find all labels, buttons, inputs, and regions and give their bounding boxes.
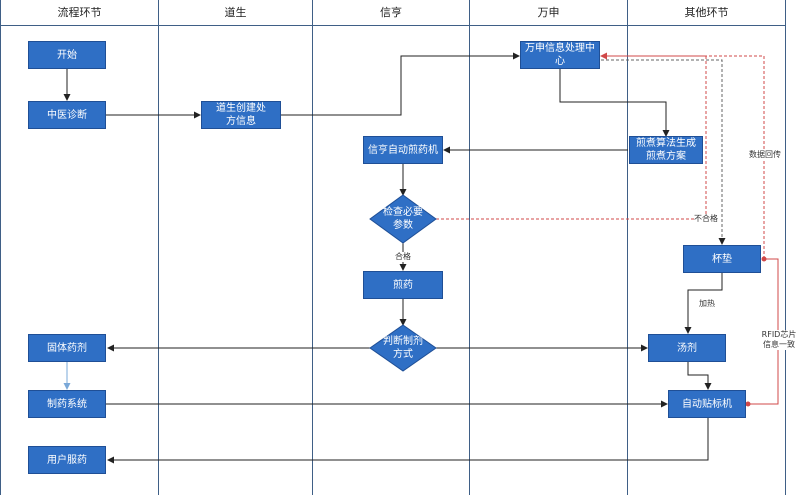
- node-check-params: 检查必要参数: [370, 195, 436, 243]
- rfid-dot-top: [761, 256, 767, 262]
- node-decoction-liquid: 汤剂: [648, 334, 726, 362]
- node-decoct-algorithm: 煎煮算法生成煎煮方案: [629, 136, 703, 164]
- judge-form-label: 判断制剂方式: [383, 336, 423, 360]
- rfid-dot-bottom: [745, 401, 751, 407]
- node-decoct: 煎药: [363, 271, 443, 299]
- lane-header-daosheng: 道生: [159, 0, 313, 26]
- label-add-medicine: 加热: [699, 299, 715, 309]
- lane-process: [0, 26, 159, 495]
- node-create-prescription: 道生创建处方信息: [201, 101, 281, 129]
- edge-labeler-user: [107, 418, 709, 464]
- edge-prescription-wanshen: [281, 52, 520, 116]
- edge-wanshen-algorithm: [559, 69, 670, 137]
- lane-header-xinheng: 信亨: [313, 0, 470, 26]
- node-pharma-system: 制药系统: [28, 390, 106, 418]
- check-params-label: 检查必要参数: [383, 207, 423, 231]
- edge-cuppad-liquid: [684, 273, 723, 334]
- lane-header-other: 其他环节: [628, 0, 786, 26]
- check-diamond-shape: [369, 194, 437, 244]
- lane-daosheng: [159, 26, 313, 495]
- lane-header-wanshen: 万申: [470, 0, 628, 26]
- lane-other: [628, 26, 786, 495]
- lane-wanshen: [470, 26, 628, 495]
- edge-check-fail: [436, 52, 707, 220]
- label-rfid-match: RFID芯片信息一致: [760, 330, 798, 350]
- edge-liquid-labeler: [687, 362, 712, 390]
- node-user-takes: 用户服药: [28, 446, 106, 474]
- node-start: 开始: [28, 41, 106, 69]
- label-fail: 不合格: [694, 214, 718, 224]
- node-solid-dosage: 固体药剂: [28, 334, 106, 362]
- lane-xinheng: [313, 26, 470, 495]
- node-tcm-diagnosis: 中医诊断: [28, 101, 106, 129]
- node-auto-labeler: 自动贴标机: [668, 390, 746, 418]
- judge-diamond-shape: [369, 324, 437, 372]
- node-auto-decoction-machine: 信亨自动煎药机: [363, 136, 443, 164]
- edge-data-return: [601, 55, 765, 259]
- node-judge-form: 判断制剂方式: [370, 325, 436, 371]
- label-pass: 合格: [395, 252, 411, 262]
- label-data-return: 数据回传: [748, 150, 782, 160]
- node-cup-pad: 杯垫: [683, 245, 761, 273]
- edge-wanshen-cuppad: [601, 59, 726, 245]
- node-wanshen-center: 万申信息处理中心: [520, 41, 600, 69]
- lane-header-process: 流程环节: [0, 0, 159, 26]
